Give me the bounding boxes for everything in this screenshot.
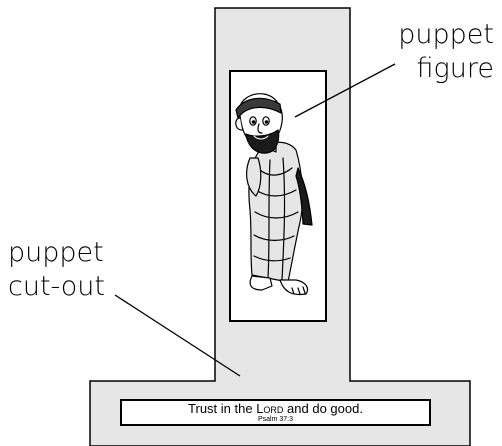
verse-text-before: Trust in the [188,401,257,416]
verse-reference: Psalm 37:3 [257,416,294,423]
label-puppet-figure: puppet figure [398,18,494,86]
label-puppet-figure-line-1: puppet [398,19,494,50]
label-puppet-cutout-line-1: puppet [8,237,104,268]
verse-text-lord: Lord [256,401,284,416]
verse-box: Trust in the Lord and do good. Psalm 37:… [120,399,431,426]
verse-text: Trust in the Lord and do good. [122,402,429,416]
verse-text-after: and do good. [283,401,363,416]
label-puppet-figure-line-2: figure [416,53,494,84]
puppet-figure-illustration [235,93,313,296]
label-puppet-cutout-line-2: cut-out [8,271,106,302]
leader-line-cutout [114,294,241,377]
leader-line-figure [294,63,396,118]
label-puppet-cutout: puppet cut-out [8,236,105,304]
